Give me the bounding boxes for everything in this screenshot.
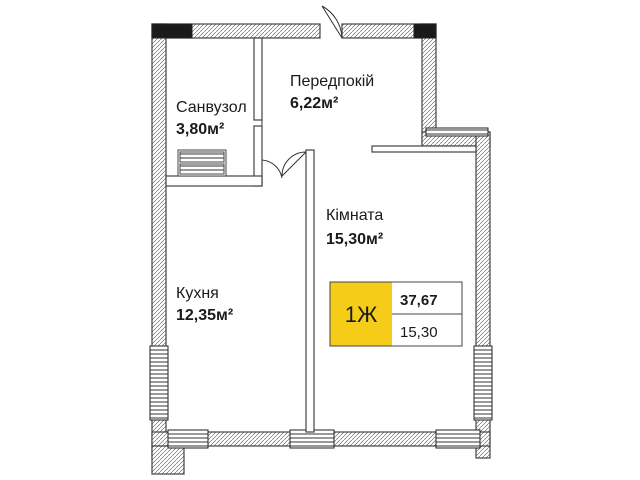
- kitchen-area: 12,35м²: [176, 307, 233, 324]
- interior-walls: [165, 37, 477, 433]
- badge-accent: [330, 282, 392, 346]
- window-bottom-right: [435, 429, 481, 449]
- room-door-arc: [281, 151, 307, 177]
- bathroom-area: 3,80м²: [176, 121, 224, 138]
- apartment-badge: 1Ж 37,67 15,30: [329, 281, 463, 347]
- doors: [261, 5, 343, 179]
- hallway-area: 6,22м²: [290, 95, 338, 112]
- outer-walls: [151, 23, 491, 475]
- window-right: [473, 345, 493, 421]
- window-bottom-mid: [289, 429, 335, 449]
- window-top-right: [413, 23, 437, 39]
- windows: [149, 23, 493, 449]
- apartment-type: 1Ж: [345, 302, 378, 327]
- living-area: 15,30: [400, 324, 438, 341]
- total-area: 37,67: [400, 292, 438, 309]
- room-name: Кімната: [326, 207, 383, 224]
- room-area: 15,30м²: [326, 231, 383, 248]
- hallway-name: Передпокій: [290, 73, 374, 90]
- entrance-door-arc: [321, 5, 343, 39]
- window-right-step: [425, 127, 489, 137]
- bathroom-name: Санвузол: [176, 99, 247, 116]
- bathroom-fixtures: [177, 149, 227, 177]
- window-bottom-left: [167, 429, 209, 449]
- window-top: [151, 23, 193, 39]
- bathroom-door-arc: [261, 120, 283, 179]
- window-left: [149, 345, 169, 421]
- kitchen-name: Кухня: [176, 285, 219, 302]
